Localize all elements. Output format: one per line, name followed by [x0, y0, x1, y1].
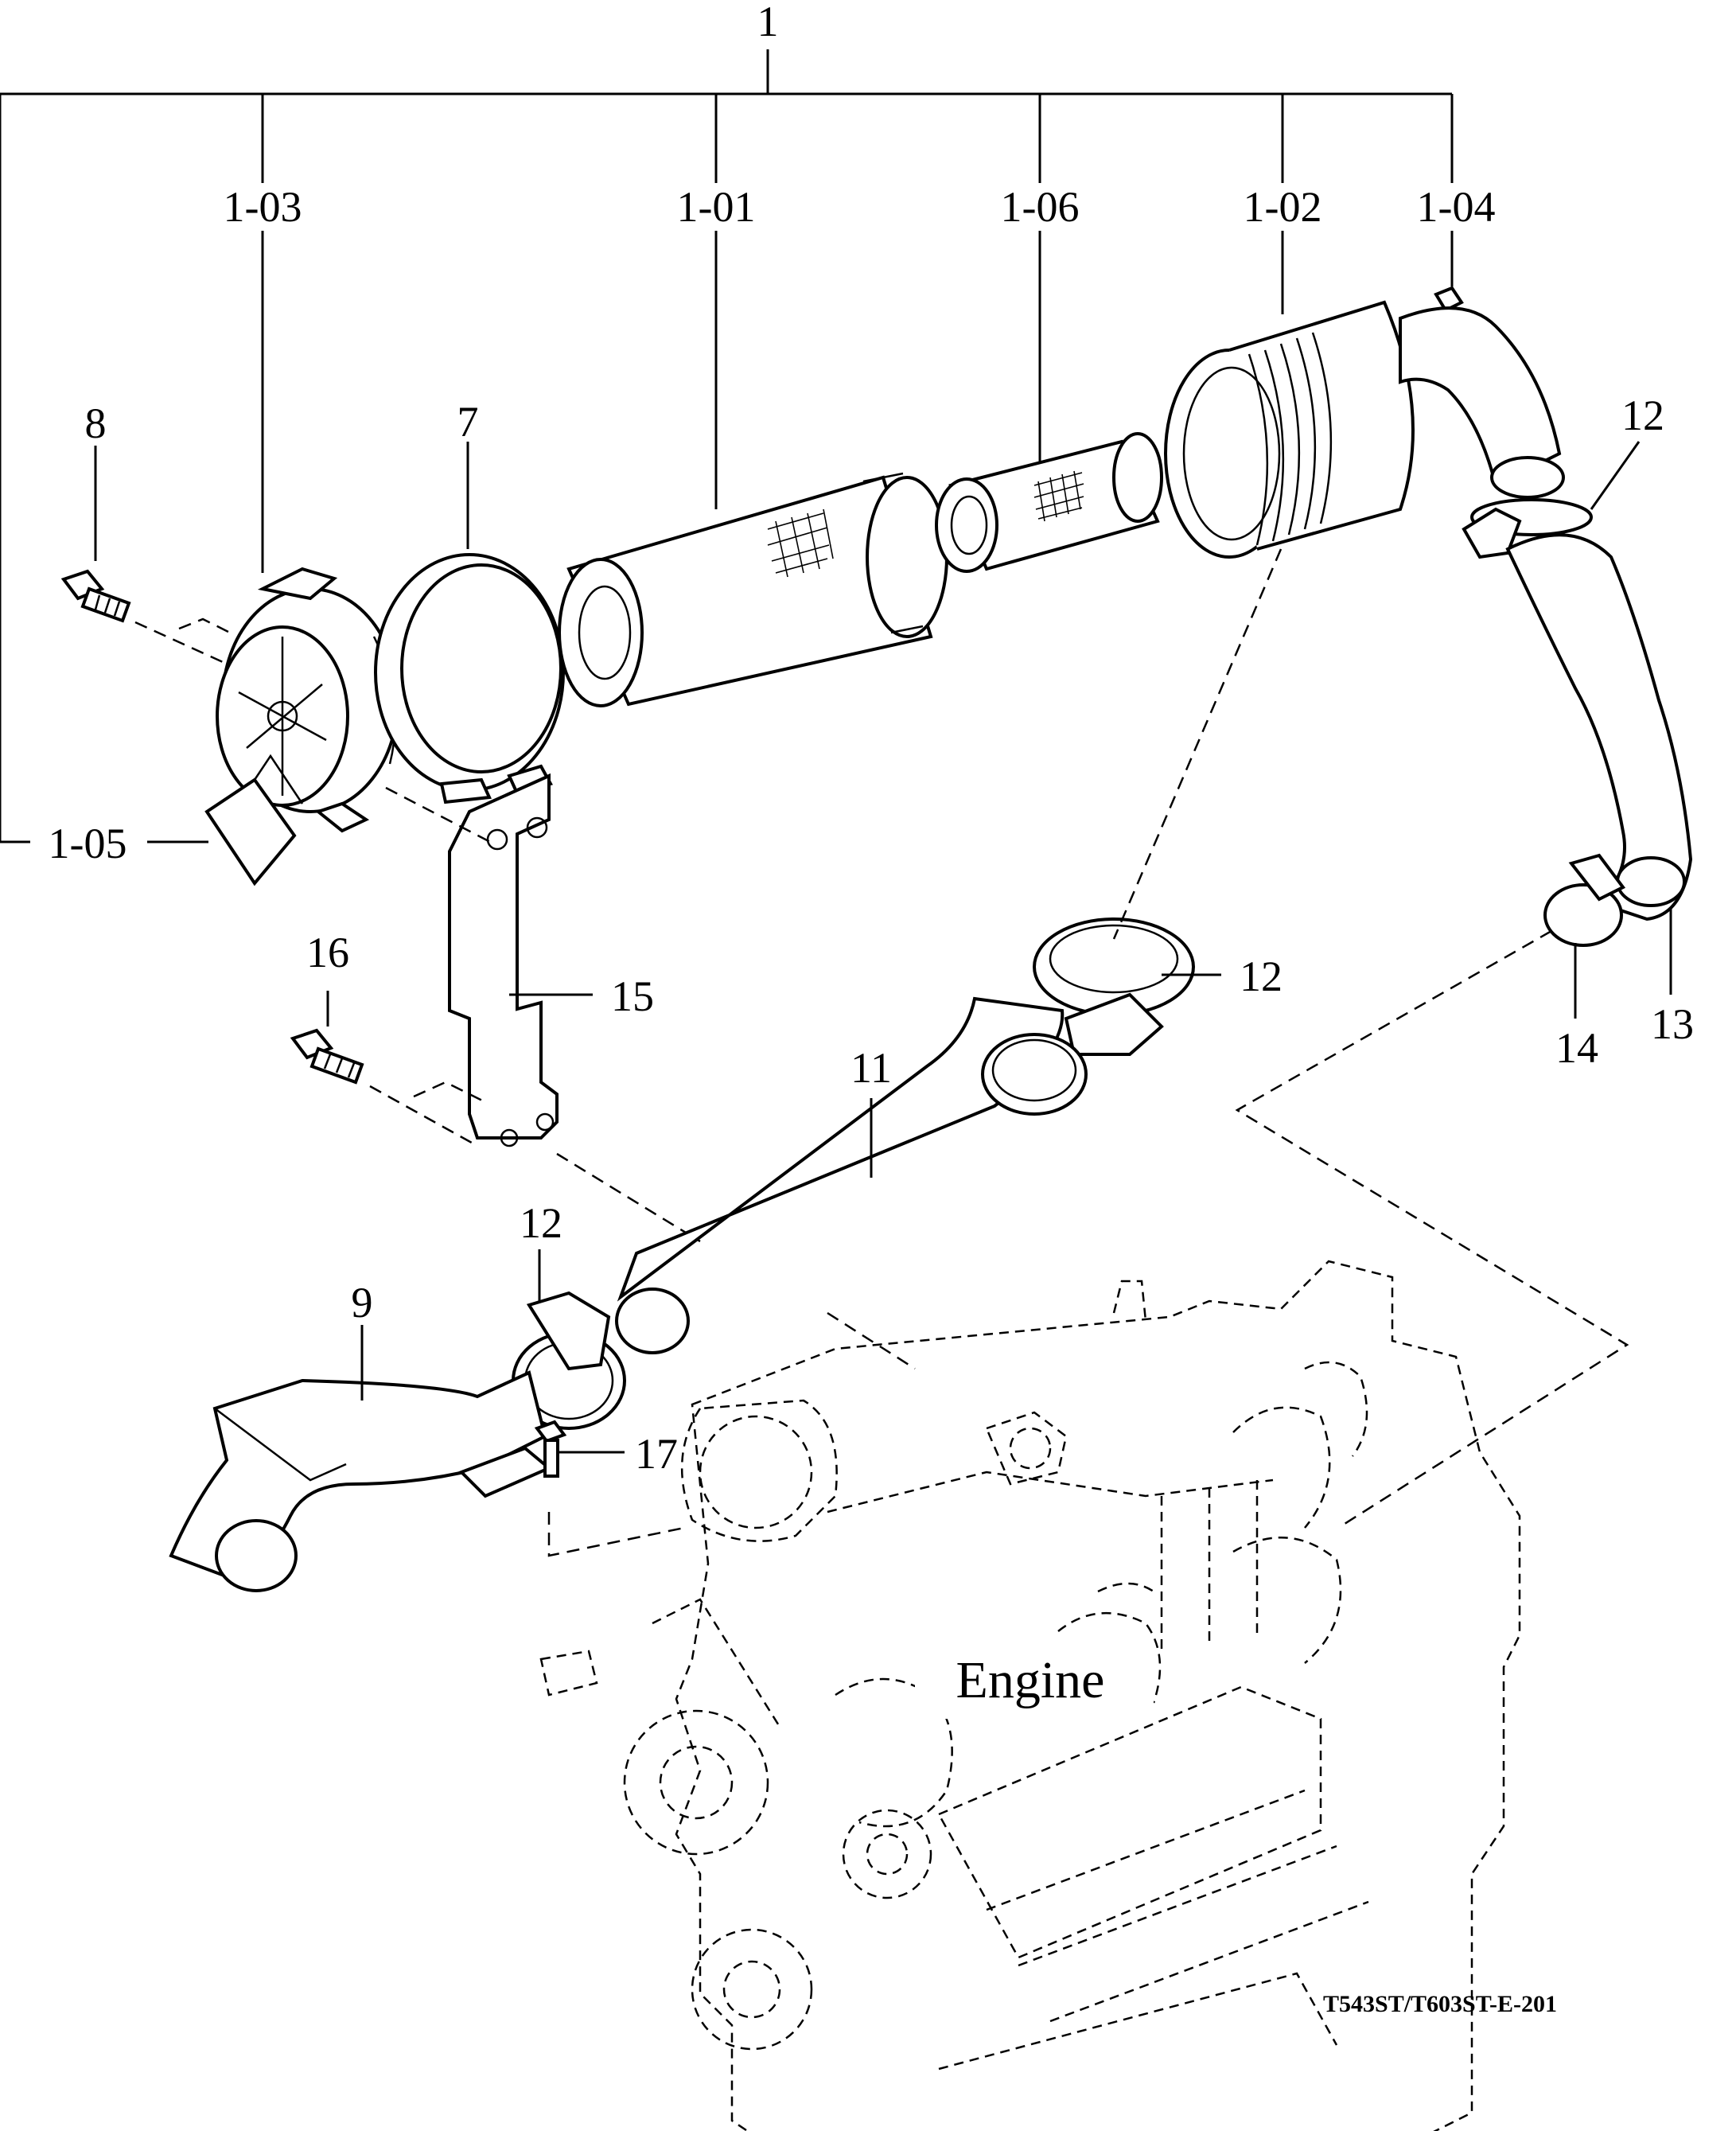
- hose-clamp-14: [1543, 853, 1626, 947]
- hose-clamp-12-upper: [1462, 498, 1593, 559]
- hose-clamp-12-middle: [1033, 917, 1195, 1056]
- callout-1-06: 1-06: [1001, 183, 1080, 231]
- callout-12-upper: 12: [1621, 392, 1664, 439]
- engine-phantom-outline: [539, 1260, 1521, 2131]
- callout-1-05: 1-05: [49, 820, 127, 867]
- callout-8: 8: [85, 399, 107, 447]
- callout-15: 15: [611, 972, 654, 1020]
- callout-1-03: 1-03: [224, 183, 302, 231]
- callout-9: 9: [352, 1279, 373, 1327]
- drawing-code: T543ST/T603ST-E-201: [1323, 1991, 1557, 2017]
- bracket-15: [448, 773, 559, 1147]
- bolt-17: [534, 1420, 567, 1478]
- hose-13: [1505, 533, 1693, 921]
- callout-12-lower: 12: [520, 1199, 562, 1247]
- callout-12-middle: 12: [1240, 953, 1283, 1000]
- callout-16: 16: [306, 929, 349, 976]
- callout-1-02: 1-02: [1244, 183, 1322, 231]
- bolt-16: [290, 1028, 364, 1085]
- callout-1-01: 1-01: [677, 183, 756, 231]
- engine-label-backdrop: [915, 1643, 1154, 1719]
- hose-11: [615, 996, 1088, 1354]
- filter-housing-1-02: [1164, 300, 1415, 559]
- callout-7: 7: [457, 398, 479, 446]
- band-clamp-7: [374, 553, 565, 804]
- hose-clamp-12-lower: [512, 1291, 626, 1430]
- callout-1: 1: [757, 0, 779, 45]
- bolt-8: [60, 569, 131, 623]
- callout-14: 14: [1555, 1024, 1598, 1072]
- safety-filter-element-1-06: [935, 432, 1163, 573]
- main-filter-element-1-01: [558, 472, 948, 707]
- assembly-dash-lines: [385, 548, 1629, 1557]
- callout-13: 13: [1651, 1000, 1694, 1048]
- callout-11: 11: [850, 1044, 892, 1092]
- pre-cleaner-pipe-9: [169, 1370, 552, 1592]
- outlet-elbow-1-04: [1399, 286, 1565, 499]
- assembly-1-callout-tree: [0, 49, 1454, 843]
- callout-17: 17: [635, 1430, 678, 1478]
- callout-1-04: 1-04: [1417, 183, 1496, 231]
- engine-label: Engine: [956, 1651, 1105, 1709]
- end-cover-1-03: [204, 567, 399, 886]
